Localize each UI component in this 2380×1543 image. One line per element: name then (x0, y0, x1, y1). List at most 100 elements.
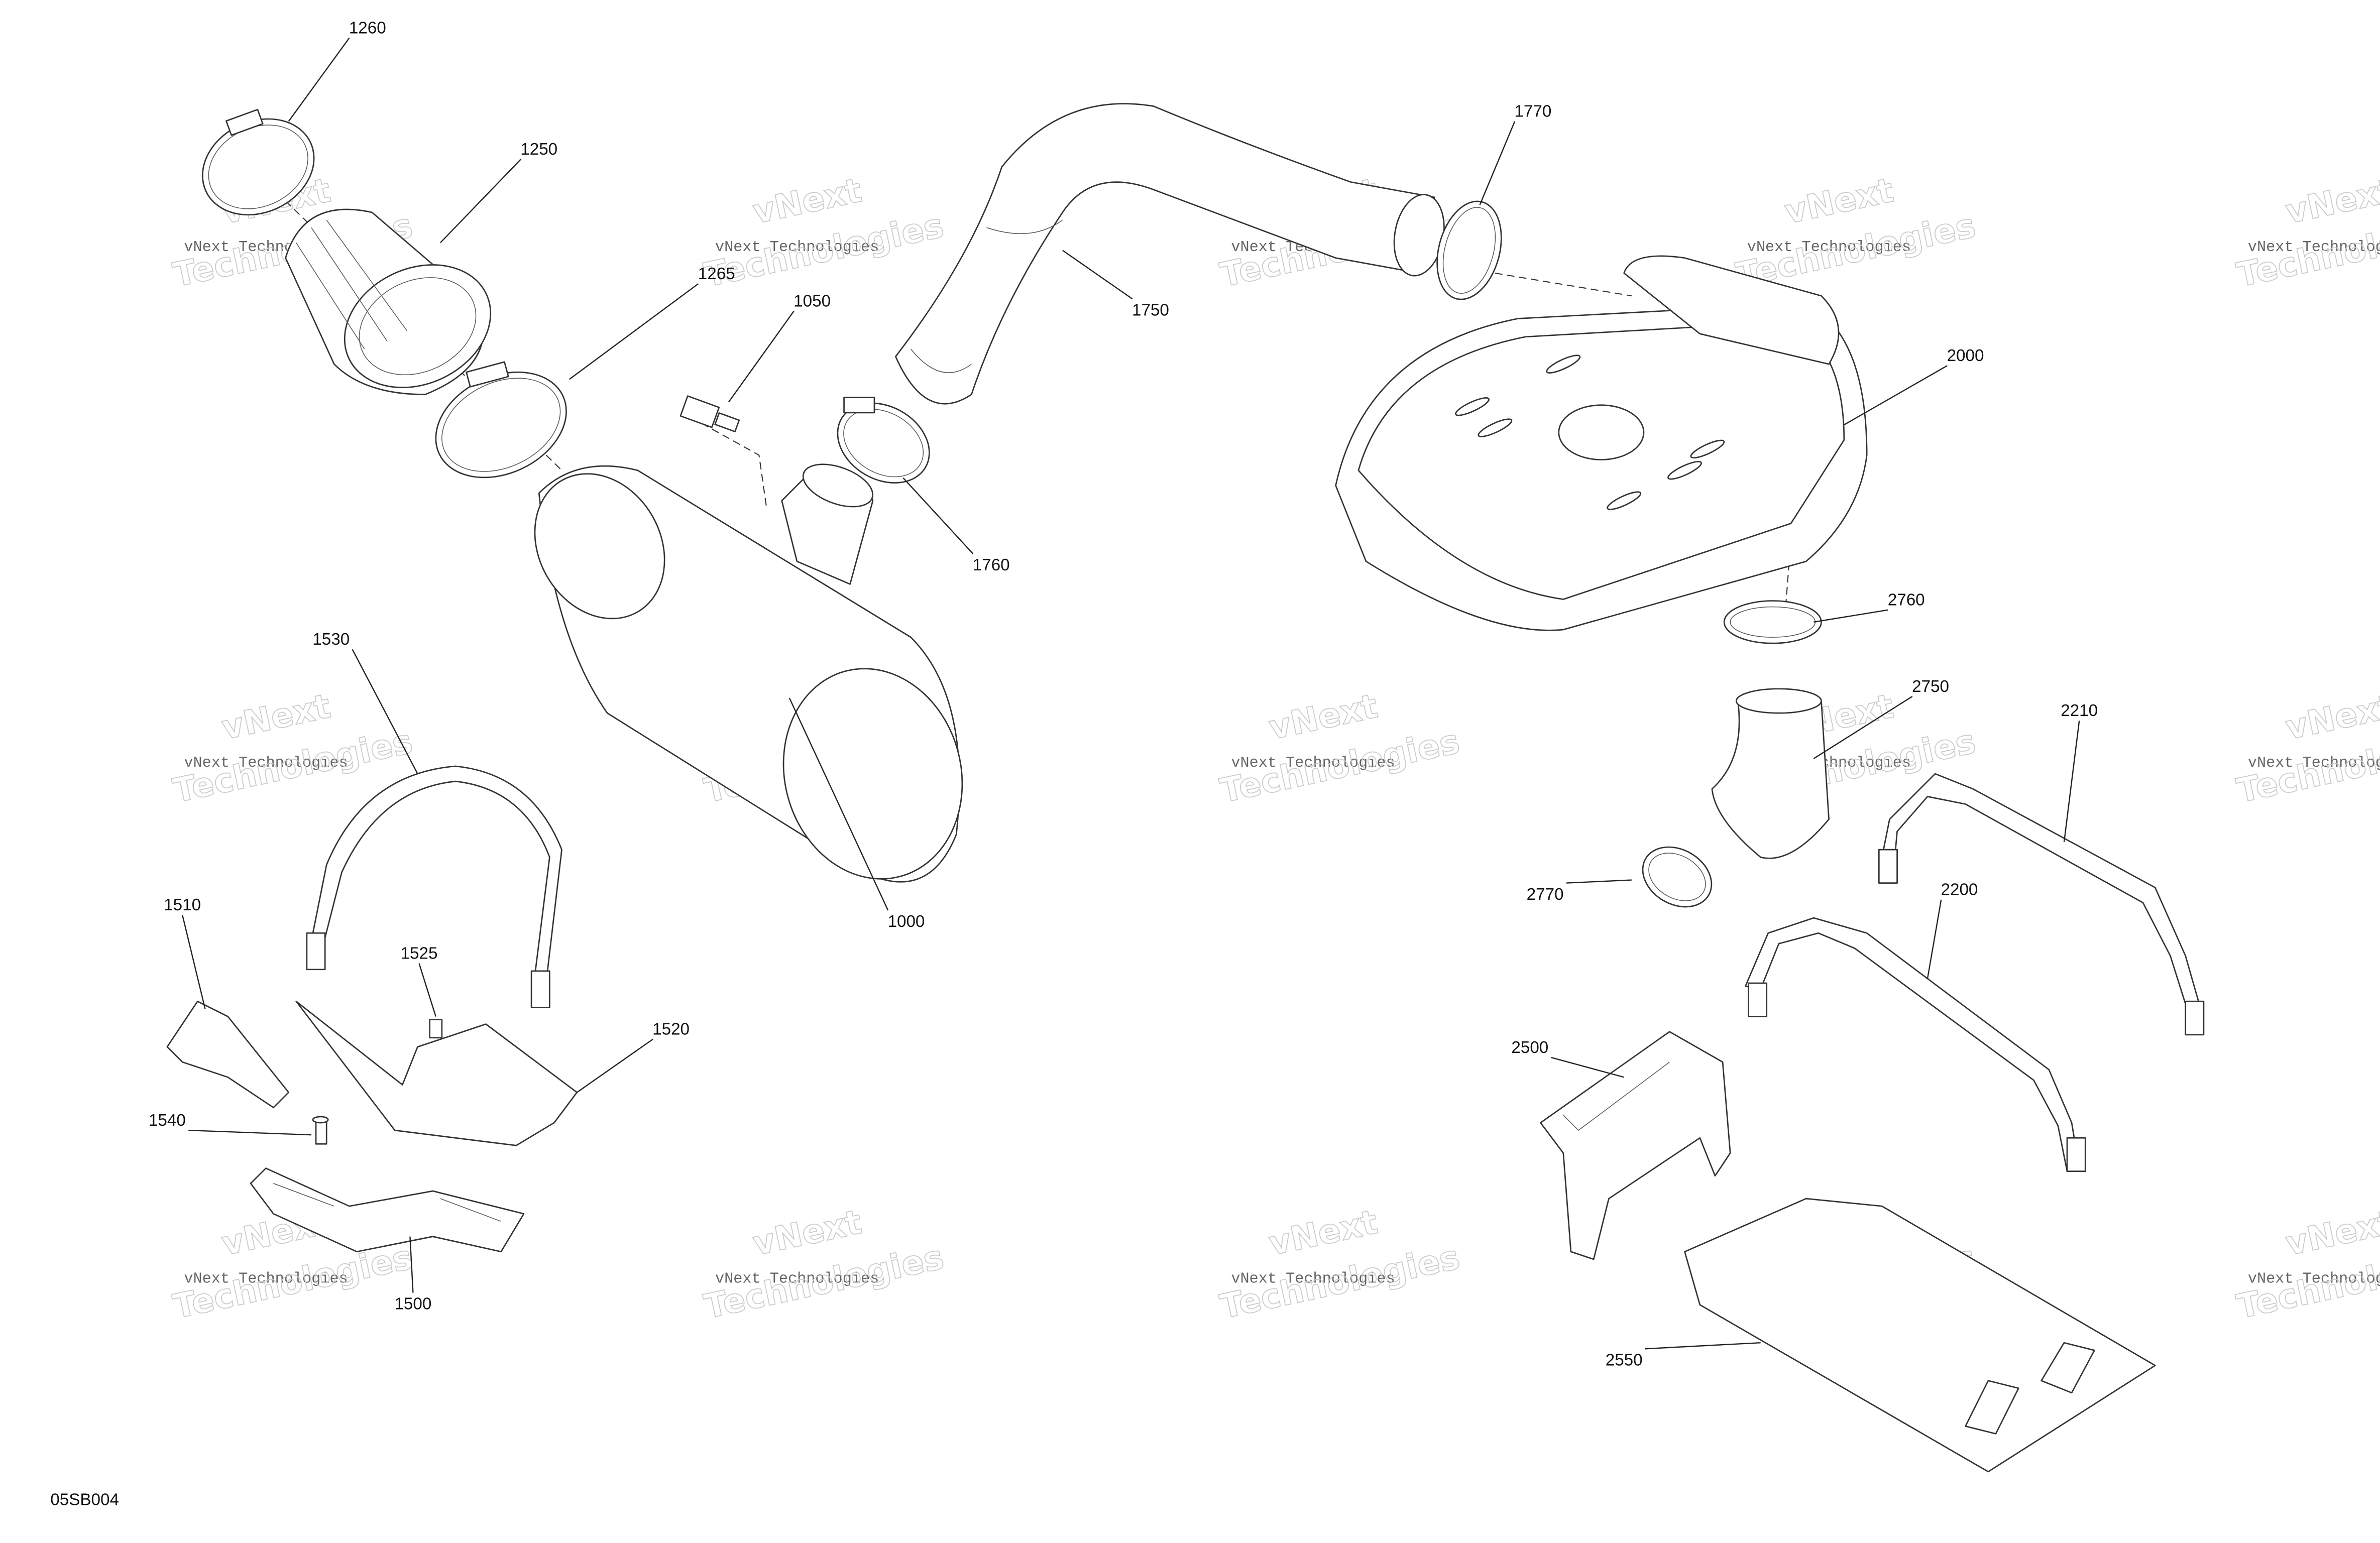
watermark-text: Technologies (701, 1237, 947, 1326)
watermark-text: vNext Technologies (1231, 755, 1395, 772)
callout-1525: 1525 (401, 944, 438, 1017)
callout-label: 2550 (1606, 1351, 1643, 1369)
callout-label: 2770 (1527, 885, 1564, 904)
callout-1050: 1050 (728, 292, 831, 403)
leader-line (902, 477, 974, 554)
callout-2200: 2200 (1926, 881, 1978, 979)
clamp-1265[interactable] (419, 352, 584, 498)
heat-shield-1520[interactable] (295, 1000, 578, 1146)
strap-2200[interactable] (1745, 917, 2086, 1172)
leader-line (439, 159, 521, 244)
callout-1260: 1260 (288, 19, 386, 122)
leader-line (409, 1236, 414, 1293)
leader-line (1062, 250, 1133, 300)
watermark-text: vNext Technologies (184, 755, 348, 772)
callout-1540: 1540 (149, 1111, 312, 1136)
callout-label: 1750 (1132, 301, 1169, 319)
leader-line (569, 283, 699, 380)
strap-2210[interactable] (1878, 773, 2205, 1036)
callout-label: 2760 (1888, 591, 1925, 610)
leader-line (1844, 365, 1948, 426)
callout-1000: 1000 (788, 697, 925, 931)
callout-label: 2500 (1511, 1038, 1548, 1057)
callout-1770: 1770 (1479, 102, 1551, 205)
callout-1510: 1510 (164, 896, 206, 1009)
leader-line (1479, 121, 1516, 205)
callout-label: 2000 (1947, 346, 1984, 365)
callout-2210: 2210 (2061, 701, 2098, 843)
callout-label: 1500 (394, 1295, 431, 1314)
callout-label: 1520 (652, 1020, 690, 1039)
bolt-1540[interactable] (312, 1116, 329, 1145)
pipe-1750[interactable] (894, 103, 1450, 405)
callout-2750: 2750 (1813, 677, 1949, 759)
coupler-1250[interactable] (285, 208, 511, 411)
leader-line (2063, 721, 2080, 843)
watermark-text: vNext Technologies (1231, 1270, 1395, 1287)
watermark-text: vNext (2282, 170, 2380, 231)
callout-label: 1050 (794, 292, 831, 310)
clamp-1260[interactable] (187, 101, 330, 232)
diagram-code: 05SB004 (50, 1490, 119, 1509)
callout-layer: 1260 1250 1265 1050 1750 1770 2000 1760 1530 1000… (149, 19, 2098, 1369)
callout-label: 1525 (401, 944, 438, 963)
plate-2550[interactable] (1684, 1198, 2156, 1473)
watermark-text: Technologies (701, 206, 947, 295)
clamp-1760[interactable] (823, 387, 944, 499)
leader-line (1813, 695, 1913, 759)
callout-2500: 2500 (1511, 1038, 1625, 1078)
leader-line (788, 697, 889, 911)
leader-line (1926, 899, 1942, 979)
muffler-1000[interactable] (509, 450, 985, 899)
watermark-text: Technologies (170, 1237, 416, 1326)
strap-1530[interactable] (306, 765, 562, 1008)
watermark-text: Technologies (1217, 1237, 1463, 1326)
elbow-2750[interactable] (1711, 688, 1830, 859)
watermark-text: vNext Technologies (1747, 239, 1911, 256)
callout-label: 1770 (1514, 102, 1551, 121)
callout-label: 1000 (888, 912, 925, 931)
leader-line (418, 963, 436, 1017)
callout-1530: 1530 (312, 630, 418, 774)
watermark-text: vNext (749, 1202, 865, 1263)
silencer-2000[interactable] (1335, 255, 1868, 631)
callout-2000: 2000 (1844, 346, 1984, 426)
watermark-text: vNext Technologies (2248, 755, 2380, 772)
callout-label: 1540 (149, 1111, 186, 1130)
watermark-text: vNext (2282, 686, 2380, 748)
leader-line (1814, 609, 1888, 623)
callout-label: 1530 (312, 630, 350, 649)
watermark-text: Technologies (1217, 722, 1463, 810)
watermark-text: vNext (1781, 170, 1897, 231)
sensor-1050[interactable] (679, 395, 740, 432)
clamp-1770[interactable] (1427, 194, 1511, 307)
callout-1250: 1250 (439, 140, 557, 244)
watermark-text: vNext (2282, 1202, 2380, 1263)
watermark-text: vNext Technologies (2248, 1270, 2380, 1287)
watermark-text: vNext (749, 170, 865, 231)
clamp-2770[interactable] (1632, 835, 1722, 919)
watermark-text: vNext Technologies (2248, 239, 2380, 256)
callout-label: 1265 (698, 265, 735, 283)
callout-label: 1760 (973, 556, 1010, 574)
mount-1500[interactable] (250, 1167, 525, 1253)
callout-1760: 1760 (902, 477, 1010, 574)
clamp-2760[interactable] (1723, 600, 1822, 644)
callout-2770: 2770 (1527, 879, 1632, 904)
bracket-1510[interactable] (166, 1000, 290, 1109)
watermark-text: vNext (1266, 1202, 1381, 1263)
leader-line (288, 37, 350, 122)
callout-label: 2750 (1912, 677, 1949, 696)
watermark-text: vNext Technologies (184, 1270, 348, 1287)
bracket-2500[interactable] (1540, 1031, 1731, 1260)
callout-1500: 1500 (394, 1236, 431, 1314)
callout-2760: 2760 (1814, 591, 1925, 623)
callout-label: 2200 (1941, 881, 1978, 899)
callout-1520: 1520 (577, 1020, 690, 1093)
leader-line (728, 310, 795, 403)
fastener-1525[interactable] (429, 1019, 443, 1039)
watermark-text: vNext Technologies (715, 1270, 879, 1287)
